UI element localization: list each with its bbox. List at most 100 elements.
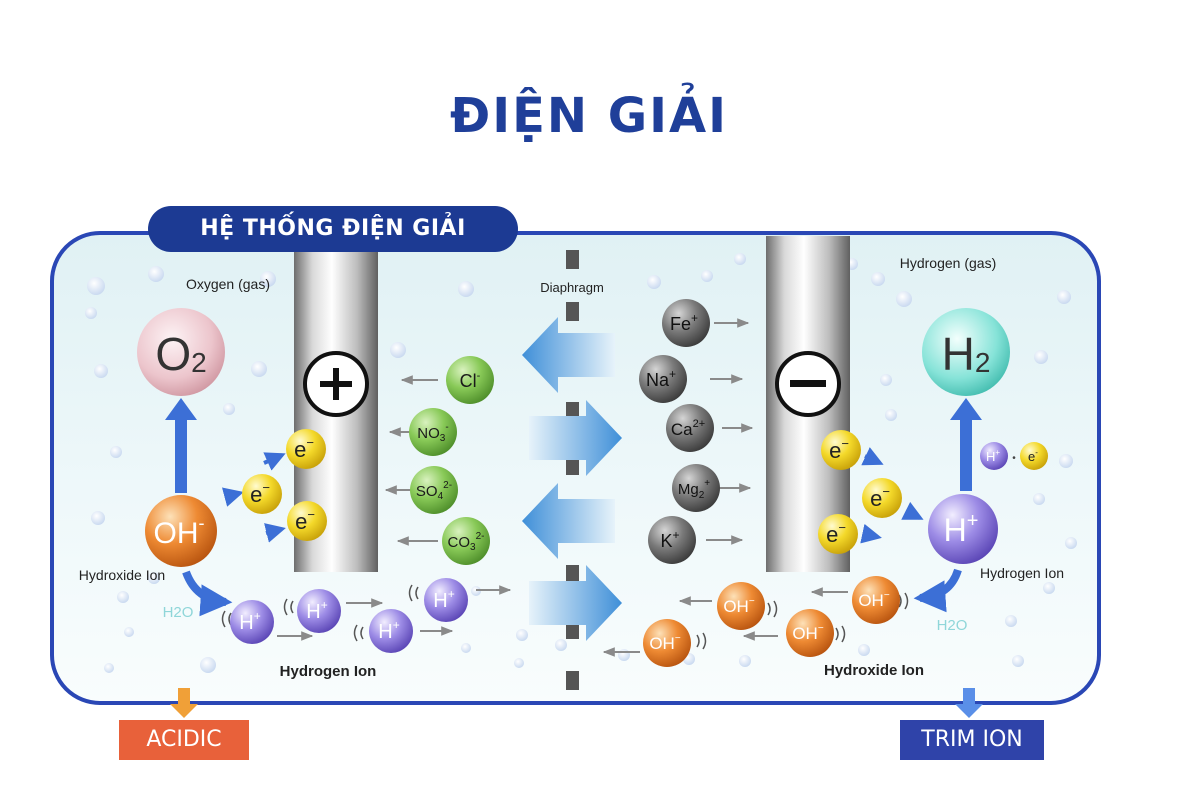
hydrogen-ion: H+ [369, 609, 413, 653]
hydrogen-ion-right-label: Hydrogen Ion [980, 565, 1064, 581]
system-title-tab: HỆ THỐNG ĐIỆN GIẢI [148, 206, 518, 252]
diaphragm-segment [566, 250, 579, 269]
svg-text:e−: e− [295, 507, 315, 534]
anion-co3: CO32- [442, 517, 490, 565]
svg-text:OH−: OH− [792, 623, 824, 643]
anion-no3: NO3- [409, 408, 457, 456]
bubble [148, 266, 164, 282]
svg-text:e−: e− [829, 436, 849, 463]
svg-text:OH-: OH- [154, 513, 205, 550]
hydrogen-ion: H+ [424, 578, 468, 622]
bubble [1057, 290, 1071, 304]
svg-text:•: • [1012, 453, 1016, 464]
svg-text:OH−: OH− [858, 590, 890, 610]
hydroxide-ion: OH− [852, 576, 900, 624]
svg-text:e-: e- [1028, 448, 1038, 464]
arrow-h-to-h2 [950, 398, 982, 491]
o2-molecule: O2 [137, 308, 225, 396]
svg-text:O2: O2 [155, 328, 206, 380]
bubble [858, 644, 870, 656]
cathode-symbol [775, 351, 841, 417]
hydroxide-ion: OH− [786, 609, 834, 657]
cation-mg: Mg2+ [672, 464, 720, 512]
bubble [1034, 350, 1048, 364]
hydrogen-ion: H+ [230, 600, 274, 644]
bubble [739, 655, 751, 667]
svg-text:OH−: OH− [649, 633, 681, 653]
bubble [516, 629, 528, 641]
svg-text:H+: H+ [239, 609, 260, 634]
hydrogen-ion-bottom-label: Hydrogen Ion [280, 663, 377, 680]
bubble [1065, 537, 1077, 549]
anion-so4: SO42- [410, 466, 458, 514]
flow-arrow-right-1 [529, 400, 622, 476]
arrow-h-to-water-right [913, 568, 962, 613]
bubble [896, 291, 912, 307]
hydroxide-ion: OH− [643, 619, 691, 667]
electron: e− [862, 478, 902, 518]
svg-text:e−: e− [870, 484, 890, 511]
anion-cl: Cl- [446, 356, 494, 404]
electron: e− [287, 501, 327, 541]
bubble [1059, 454, 1073, 468]
acidic-outlet-arrow [170, 688, 198, 718]
svg-text:e−: e− [826, 520, 846, 547]
diaphragm-segment [566, 671, 579, 690]
bubble [85, 307, 97, 319]
bubble [117, 591, 129, 603]
bubble [1033, 493, 1045, 505]
flow-arrow-right-2 [529, 565, 622, 641]
svg-text:H+: H+ [378, 618, 399, 643]
bubble [514, 658, 524, 668]
svg-text:Ca2+: Ca2+ [671, 418, 705, 439]
hydroxide-ion-left-label: Hydroxide Ion [79, 567, 165, 583]
h2o-left-label: H2O [163, 604, 194, 621]
electron-flow-arrows [221, 447, 924, 544]
arrow-oh-to-water-left [182, 570, 233, 617]
bubble [148, 572, 160, 584]
arrow-oh-to-o2 [165, 398, 197, 493]
page-title: ĐIỆN GIẢI [449, 88, 728, 144]
svg-text:Fe+: Fe+ [670, 311, 698, 334]
flow-arrow-left-1 [522, 317, 615, 393]
svg-text:NO3-: NO3- [417, 422, 448, 444]
electron: e− [286, 429, 326, 469]
bubble [871, 272, 885, 286]
bubble [1043, 582, 1055, 594]
svg-text:Mg2+: Mg2+ [678, 478, 710, 501]
bubble [555, 639, 567, 651]
hydrogen-reaction: H+ • e- [980, 442, 1048, 470]
trim-ion-output-label: TRIM ION [900, 720, 1044, 760]
bubble [124, 627, 134, 637]
svg-text:H+: H+ [986, 448, 1000, 464]
svg-text:CO32-: CO32- [448, 531, 485, 553]
diaphragm-segment [566, 302, 579, 321]
trim-ion-outlet-arrow [955, 688, 983, 718]
bubble [110, 446, 122, 458]
diaphragm-segment [566, 565, 579, 584]
electron: e− [821, 430, 861, 470]
svg-text:H2: H2 [942, 328, 991, 380]
diaphragm-label: Diaphragm [540, 280, 604, 295]
svg-text:H+: H+ [433, 587, 454, 612]
svg-text:Na+: Na+ [646, 367, 676, 390]
bubble [251, 361, 267, 377]
bubble [223, 403, 235, 415]
oxygen-gas-label: Oxygen (gas) [186, 276, 270, 292]
hydrogen-ion-large: H+ [928, 494, 998, 564]
svg-text:H+: H+ [944, 510, 979, 548]
hydrogen-gas-label: Hydrogen (gas) [900, 255, 997, 271]
svg-text:OH−: OH− [723, 596, 755, 616]
anode-symbol [303, 351, 369, 417]
bubble [734, 253, 746, 265]
hydroxide-ion-bottom-label: Hydroxide Ion [824, 662, 924, 679]
cation-na: Na+ [639, 355, 687, 403]
bubble [200, 657, 216, 673]
acidic-output-label: ACIDIC [119, 720, 249, 760]
bubble [880, 374, 892, 386]
cation-k: K+ [648, 516, 696, 564]
svg-text:e−: e− [250, 480, 270, 507]
bubble [701, 270, 713, 282]
cation-fe: Fe+ [662, 299, 710, 347]
